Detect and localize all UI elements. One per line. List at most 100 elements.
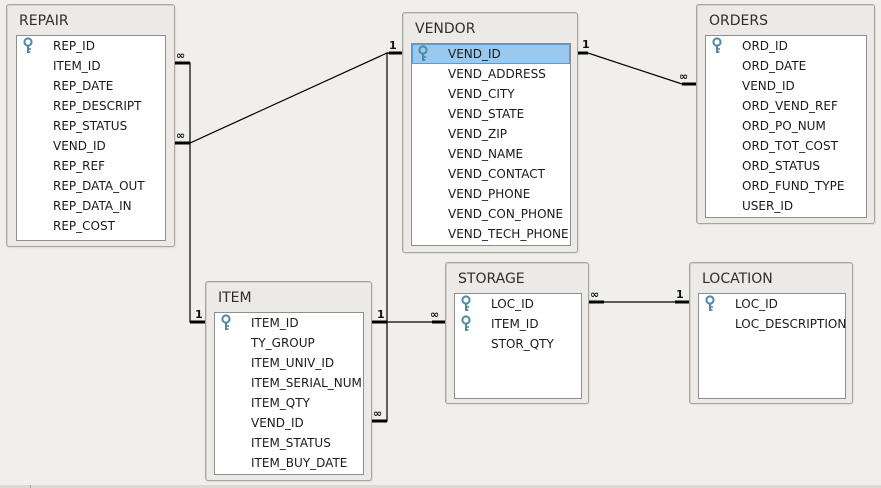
field-row[interactable]: VEND_ID: [412, 44, 570, 64]
field-row[interactable]: ORD_FUND_TYPE: [706, 176, 866, 196]
field-row[interactable]: VEND_CITY: [412, 84, 570, 104]
field-row[interactable]: ITEM_ID: [215, 313, 363, 333]
field-name: VEND_STATE: [448, 107, 525, 121]
primary-key-icon: [705, 295, 715, 311]
cardinality-many-label: ∞: [176, 49, 185, 62]
field-row[interactable]: VEND_ID: [215, 413, 363, 433]
primary-key-icon: [712, 37, 722, 53]
field-row[interactable]: USER_ID: [706, 196, 866, 216]
field-name: REP_DESCRIPT: [53, 99, 142, 113]
field-name: VEND_ID: [53, 139, 106, 153]
field-row[interactable]: VEND_ID: [706, 76, 866, 96]
field-name: VEND_TECH_PHONE: [448, 227, 569, 241]
table-vendor[interactable]: VENDOR VEND_ID VEND_ADDRESS VEND_CITY VEND_S…: [402, 12, 578, 253]
field-name: ITEM_ID: [53, 59, 101, 73]
field-row[interactable]: VEND_NAME: [412, 144, 570, 164]
field-row[interactable]: ORD_TOT_COST: [706, 136, 866, 156]
field-row[interactable]: ITEM_QTY: [215, 393, 363, 413]
rel-line-item-repair: [175, 62, 205, 323]
field-row[interactable]: STOR_QTY: [455, 334, 581, 354]
field-row[interactable]: ORD_PO_NUM: [706, 116, 866, 136]
field-row[interactable]: ORD_DATE: [706, 56, 866, 76]
field-row[interactable]: ITEM_ID: [455, 314, 581, 334]
primary-key-icon: [461, 315, 471, 331]
field-name: ORD_VEND_REF: [742, 99, 838, 113]
field-name: VEND_CONTACT: [448, 167, 545, 181]
field-name: ORD_TOT_COST: [742, 139, 838, 153]
field-row[interactable]: LOC_ID: [699, 294, 845, 314]
field-row[interactable]: REP_DESCRIPT: [17, 96, 165, 116]
field-list[interactable]: ITEM_ID TY_GROUP ITEM_UNIV_ID ITEM_SERIAL_N…: [214, 312, 364, 475]
field-row[interactable]: ITEM_UNIV_ID: [215, 353, 363, 373]
field-row[interactable]: ITEM_BUY_DATE: [215, 453, 363, 473]
table-title[interactable]: ORDERS: [709, 13, 768, 29]
table-title[interactable]: ITEM: [218, 290, 252, 306]
field-row[interactable]: REP_DATE: [17, 76, 165, 96]
field-row[interactable]: ORD_ID: [706, 36, 866, 56]
field-name: VEND_CON_PHONE: [448, 207, 564, 221]
field-row[interactable]: ORD_VEND_REF: [706, 96, 866, 116]
field-name: STOR_QTY: [491, 337, 554, 351]
field-row[interactable]: VEND_CON_PHONE: [412, 204, 570, 224]
table-title[interactable]: STORAGE: [458, 271, 525, 287]
field-row[interactable]: ITEM_STATUS: [215, 433, 363, 453]
table-title[interactable]: REPAIR: [19, 13, 69, 29]
table-title[interactable]: LOCATION: [702, 271, 773, 287]
field-row[interactable]: VEND_TECH_PHONE: [412, 224, 570, 244]
field-row[interactable]: ITEM_ID: [17, 56, 165, 76]
field-row[interactable]: ITEM_SERIAL_NUM: [215, 373, 363, 393]
field-list[interactable]: VEND_ID VEND_ADDRESS VEND_CITY VEND_STATE VE…: [411, 43, 571, 246]
field-name: VEND_PHONE: [448, 187, 531, 201]
field-name: VEND_NAME: [448, 147, 524, 161]
field-row[interactable]: VEND_ZIP: [412, 124, 570, 144]
field-row[interactable]: REP_DATA_IN: [17, 196, 165, 216]
status-bar: [0, 485, 881, 488]
field-row[interactable]: VEND_ID: [17, 136, 165, 156]
field-row[interactable]: VEND_CONTACT: [412, 164, 570, 184]
cardinality-many-label: ∞: [176, 129, 185, 142]
field-name: REP_COST: [53, 219, 115, 233]
cardinality-one-label: 1: [377, 308, 385, 321]
cardinality-many-label: ∞: [679, 70, 688, 83]
field-list[interactable]: LOC_ID ITEM_ID STOR_QTY: [454, 293, 582, 399]
field-row[interactable]: REP_COST: [17, 216, 165, 236]
field-row[interactable]: VEND_PHONE: [412, 184, 570, 204]
field-row[interactable]: VEND_STATE: [412, 104, 570, 124]
rel-line-vendor-item: [372, 52, 404, 422]
cardinality-many-label: ∞: [373, 407, 382, 420]
field-name: ITEM_STATUS: [251, 436, 331, 450]
field-name: ITEM_SERIAL_NUM: [251, 376, 362, 390]
field-row[interactable]: ORD_STATUS: [706, 156, 866, 176]
field-row[interactable]: REP_REF: [17, 156, 165, 176]
field-name: VEND_ID: [251, 416, 304, 430]
table-title[interactable]: VENDOR: [415, 21, 476, 37]
field-name: REP_DATA_OUT: [53, 179, 145, 193]
field-name: ITEM_ID: [251, 316, 299, 330]
field-name: TY_GROUP: [251, 336, 315, 350]
field-name: LOC_ID: [491, 297, 534, 311]
field-name: REP_DATE: [53, 79, 114, 93]
field-name: VEND_ID: [448, 47, 501, 61]
primary-key-icon: [418, 45, 428, 61]
table-storage[interactable]: STORAGE LOC_ID ITEM_ID STOR_QTY: [445, 262, 589, 404]
field-row[interactable]: REP_STATUS: [17, 116, 165, 136]
field-name: REP_REF: [53, 159, 105, 173]
field-row[interactable]: LOC_DESCRIPTION: [699, 314, 846, 334]
cardinality-one-label: 1: [582, 38, 590, 51]
field-name: REP_ID: [53, 39, 95, 53]
field-list[interactable]: REP_ID ITEM_ID REP_DATE REP_DESCRIPT REP_STA…: [16, 35, 166, 241]
field-row[interactable]: LOC_ID: [455, 294, 581, 314]
field-row[interactable]: VEND_ADDRESS: [412, 64, 570, 84]
field-row[interactable]: REP_ID: [17, 36, 165, 56]
field-name: VEND_ADDRESS: [448, 67, 546, 81]
field-row[interactable]: REP_DATA_OUT: [17, 176, 165, 196]
table-item[interactable]: ITEM ITEM_ID TY_GROUP ITEM_UNIV_ID ITEM_SERI…: [205, 281, 372, 481]
primary-key-icon: [23, 37, 33, 53]
field-row[interactable]: TY_GROUP: [215, 333, 363, 353]
